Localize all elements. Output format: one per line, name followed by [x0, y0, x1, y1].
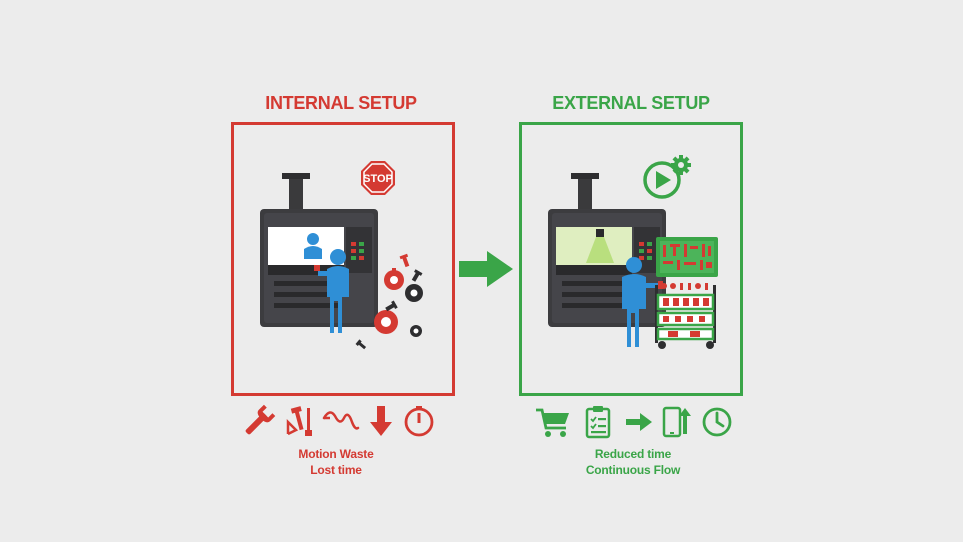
external-setup-illustration [548, 155, 718, 349]
external-setup-panel [519, 122, 743, 396]
tool-cart [655, 283, 716, 349]
internal-setup-title: INTERNAL SETUP [265, 93, 417, 113]
internal-caption-line1: Motion Waste [298, 447, 374, 461]
internal-setup-panel: STOP [231, 122, 455, 396]
stop-sign-text: STOP [363, 173, 393, 185]
tools-icon [286, 406, 312, 436]
wrench-icon [245, 404, 276, 435]
right-arrow-icon [626, 413, 652, 431]
press-machine [548, 173, 666, 327]
device-upload-icon [662, 406, 691, 438]
shadow-tool-board [656, 237, 718, 277]
down-arrow-icon [370, 406, 392, 436]
checklist-icon [585, 406, 611, 439]
external-setup-title: EXTERNAL SETUP [552, 93, 710, 113]
clock-icon [702, 407, 732, 437]
wavy-path-icon [322, 411, 360, 430]
timer-icon [404, 406, 434, 437]
external-flow-icons [534, 404, 734, 444]
stop-sign: STOP [361, 161, 395, 195]
scattered-parts [355, 253, 423, 350]
external-caption-line1: Reduced time [594, 447, 672, 461]
cart-icon [536, 408, 569, 437]
internal-caption-line2: Lost time [310, 463, 362, 477]
worker-standing [622, 257, 663, 347]
transition-arrow-icon [459, 251, 513, 287]
external-caption-line2: Continuous Flow [585, 463, 681, 477]
internal-waste-icons [238, 404, 438, 444]
internal-setup-illustration: STOP [260, 161, 423, 350]
worker-in-machine [304, 233, 322, 259]
play-gear-icon [643, 155, 691, 199]
worker-standing [314, 249, 349, 333]
